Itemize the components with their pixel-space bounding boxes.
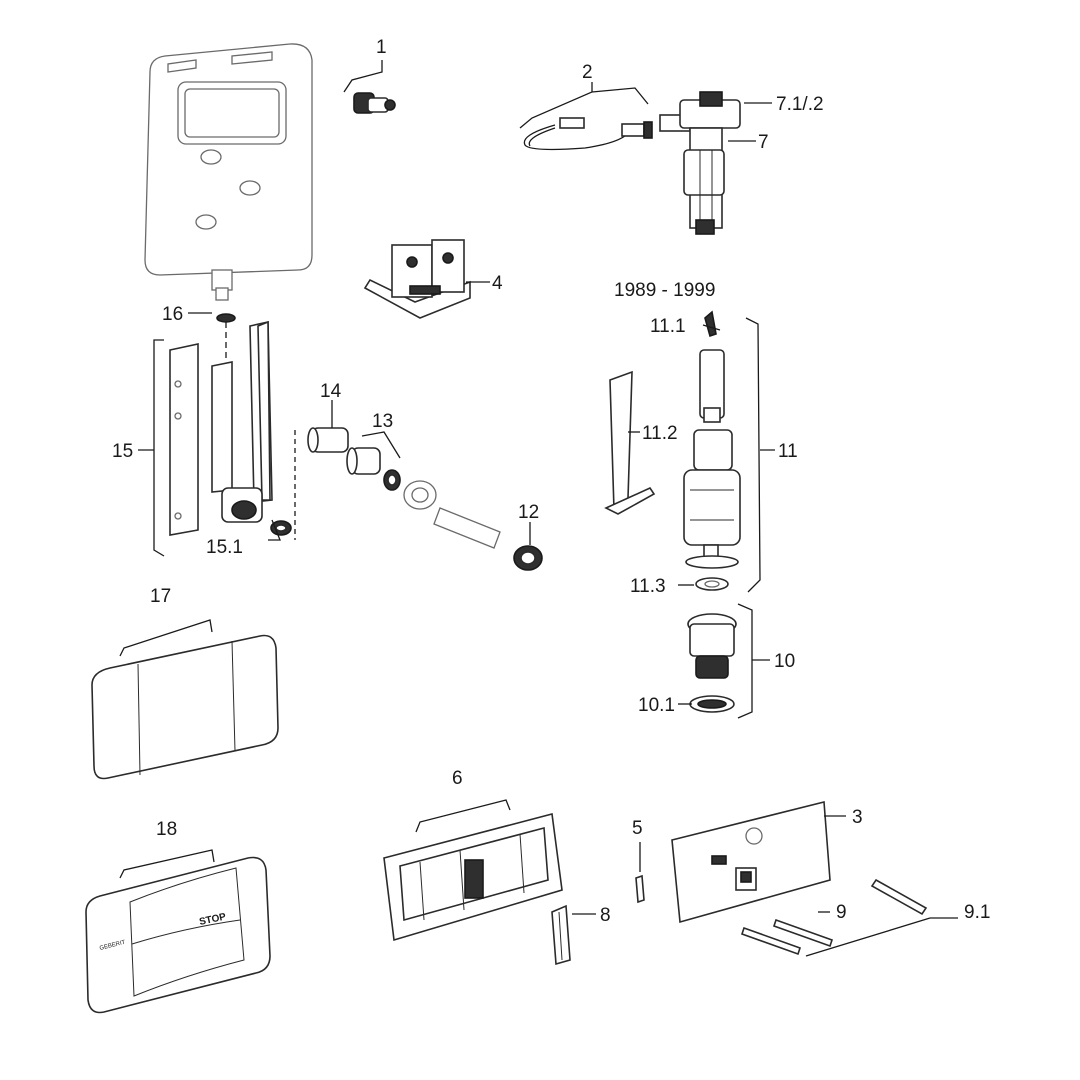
part-13-pipe-nut (346, 447, 401, 491)
label-7-1: 7.1/.2 (776, 94, 824, 115)
part-9-1-bolt (870, 878, 928, 916)
label-10: 10 (774, 651, 795, 672)
part-10-valve-seat (687, 613, 737, 713)
label-6: 6 (452, 768, 463, 789)
part-17-flush-plate (91, 634, 279, 780)
part-4-bracket (363, 239, 471, 319)
part-12-seal (513, 545, 543, 571)
label-15: 15 (112, 441, 133, 462)
label-7: 7 (758, 132, 769, 153)
label-8: 8 (600, 905, 611, 926)
outlet-pipe (403, 480, 501, 549)
leader-lines (119, 60, 958, 957)
part-3-panel (671, 800, 831, 924)
label-11-2: 11.2 (642, 423, 678, 444)
part-8-clip (551, 904, 571, 966)
label-12: 12 (518, 502, 539, 523)
part-2-supply-hose (523, 117, 653, 151)
label-9-1: 9.1 (964, 902, 990, 923)
label-11-3: 11.3 (630, 576, 666, 597)
part-11-2-lever (604, 370, 656, 515)
part-14-connector (307, 427, 349, 453)
label-5: 5 (632, 818, 643, 839)
year-range: 1989 - 1999 (614, 280, 715, 301)
label-17: 17 (150, 586, 171, 607)
label-10-1: 10.1 (638, 695, 675, 716)
part-5-pin (635, 842, 645, 904)
label-1: 1 (376, 37, 387, 58)
label-11-1: 11.1 (650, 316, 686, 337)
cistern-tank (144, 43, 313, 301)
part-9-bolt (740, 918, 834, 956)
part-7-fill-valve (659, 91, 741, 235)
part-11-flush-valve (683, 310, 741, 591)
part-6-mounting-frame (383, 812, 563, 942)
label-9: 9 (836, 902, 847, 923)
label-3: 3 (852, 807, 863, 828)
label-15-1: 15.1 (206, 537, 243, 558)
part-18-flush-plate: GEBERIT STOP (85, 856, 271, 1014)
label-4: 4 (492, 273, 503, 294)
label-2: 2 (582, 62, 593, 83)
part-15-flush-pipe (169, 313, 292, 536)
label-11: 11 (778, 441, 798, 462)
label-16: 16 (162, 304, 183, 325)
part-1-valve (353, 92, 396, 114)
part-labels: 1 2 7.1/.2 7 4 1989 - 1999 16 11.1 14 13… (112, 37, 990, 926)
label-18: 18 (156, 819, 177, 840)
label-13: 13 (372, 411, 393, 432)
label-14: 14 (320, 381, 342, 402)
